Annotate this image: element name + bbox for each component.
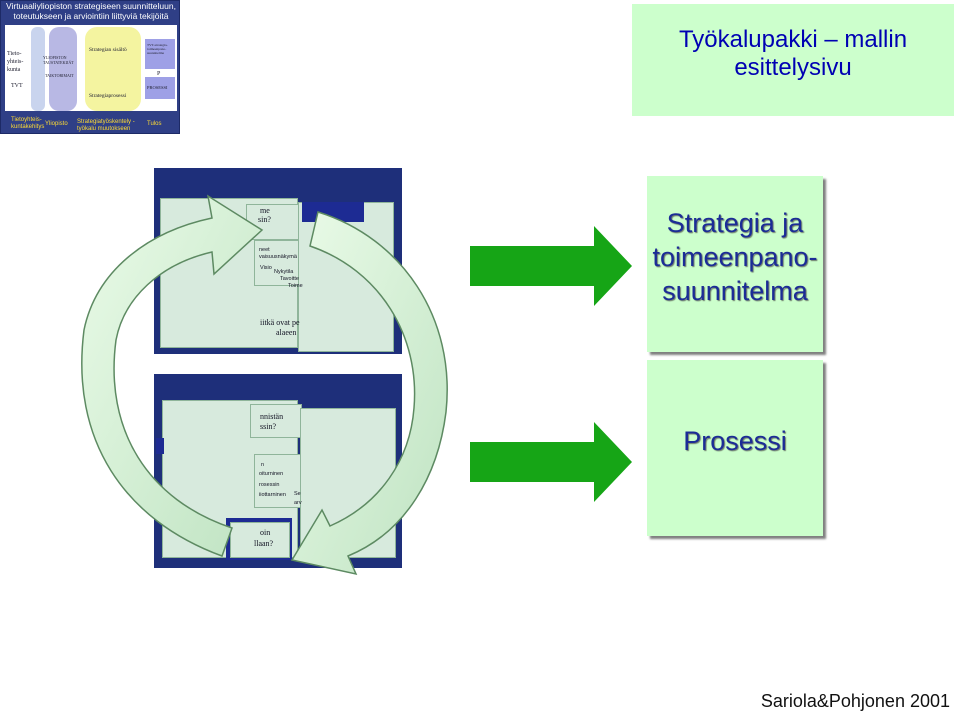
thumb-col-label-1: YLIOPISTON (43, 55, 67, 60)
lower-text-4: oiturninen (259, 471, 284, 477)
thumb-footer-4: Tulos (147, 121, 162, 127)
lower-text-10: llaan? (254, 539, 274, 548)
lower-blue-tab (156, 438, 164, 454)
title-line-1: Työkalupakki – mallin (678, 26, 908, 53)
upper-text-7: Tavoitte (280, 276, 299, 282)
thumb-center-cylinder (85, 27, 141, 111)
thumb-left-label-2: yhteis- (7, 59, 24, 65)
upper-text-1: me (260, 206, 270, 215)
thumb-col-label-2: TAUSTATEKIJÄT (43, 60, 74, 65)
strategia-line-1: Strategia ja (666, 208, 804, 238)
upper-text-3: neet (259, 247, 270, 253)
upper-text-6: Nykytila (274, 269, 294, 275)
thumb-right-bottom-label: PROSESSI (147, 85, 168, 90)
lower-text-8: arv (294, 500, 302, 506)
thumbnail-header-line1: Virtuaaliyliopiston strategiseen suunnit… (6, 1, 176, 11)
arrow-right-upper-icon (470, 226, 632, 306)
thumbnail-diagram: Virtuaaliyliopiston strategiseen suunnit… (0, 0, 180, 134)
thumb-right-top-label: TVT-strategia-toimeenpano-suunnitelma (147, 43, 168, 55)
lower-text-7: Se (294, 491, 301, 497)
upper-text-2: sin? (258, 215, 271, 224)
lower-text-9: oin (260, 528, 271, 537)
thumb-left-label-3: kunta (7, 67, 21, 73)
thumb-footer-2: Yliopisto (45, 121, 68, 127)
thumb-right-top-box (145, 39, 175, 69)
thumb-left-cylinder (31, 27, 45, 111)
upper-text-4: vaisuusnäkymä (259, 254, 297, 260)
strategia-line-2: toimeenpano- (652, 242, 818, 272)
prosessi-banner: Prosessi (647, 360, 823, 536)
left-cycle-arrow (81, 194, 264, 557)
upper-text-9: iitkä ovat pe (260, 318, 300, 327)
lower-text-6: iiottarninen (259, 492, 286, 498)
thumb-right-p: P (157, 71, 161, 77)
thumb-footer-3: Strategiatyöskentely - työkalu muutoksee… (77, 119, 135, 132)
thumbnail-footer: Tietoyhteis-kuntakehitys Yliopisto Strat… (1, 115, 181, 135)
upper-panel: me sin? neet vaisuusnäkymä Visio Nykytil… (154, 168, 402, 354)
strategia-banner: Strategia ja toimeenpano- suunnitelma (647, 176, 823, 352)
title-box: Työkalupakki – mallin esittelysivu (632, 4, 954, 116)
prosessi-label: Prosessi (683, 426, 787, 456)
thumbnail-header-line2: toteutukseen ja arviointiin liittyviä te… (13, 11, 169, 21)
lower-text-3: n (261, 462, 265, 468)
upper-text-10: alaeen (276, 328, 297, 337)
thumb-mid-cylinder (49, 27, 77, 111)
credit-text: Sariola&Pohjonen 2001 (760, 691, 950, 711)
upper-text-8: Toime (288, 283, 303, 289)
thumb-right-bottom-box (145, 77, 175, 99)
thumb-footer-1: Tietoyhteis-kuntakehitys (11, 117, 45, 130)
thumbnail-panel: Tieto- yhteis- kunta TVT YLIOPISTON TAUS… (5, 25, 177, 111)
lower-text-2: ssin? (260, 422, 276, 431)
arrow-right-lower-icon (470, 422, 632, 502)
lower-text-5: rosessin (259, 482, 280, 488)
thumb-col-label-3: TAIKTORIMAIT (45, 73, 74, 78)
upper-text-5: Visio (260, 265, 272, 271)
title-line-2: esittelysivu (734, 54, 852, 81)
strategia-line-3: suunnitelma (662, 276, 808, 306)
thumb-left-label-4: TVT (11, 83, 23, 89)
thumb-left-label-1: Tieto- (7, 51, 22, 57)
lower-bottom-card (230, 522, 290, 558)
right-cycle-arrow (290, 211, 448, 576)
thumb-center-bottom: Strategiaprosessi (89, 93, 127, 99)
lower-text-1: nnistän (260, 412, 284, 421)
thumbnail-header: Virtuaaliyliopiston strategiseen suunnit… (1, 1, 181, 23)
thumb-center-top: Strategian sisältö (89, 47, 127, 53)
